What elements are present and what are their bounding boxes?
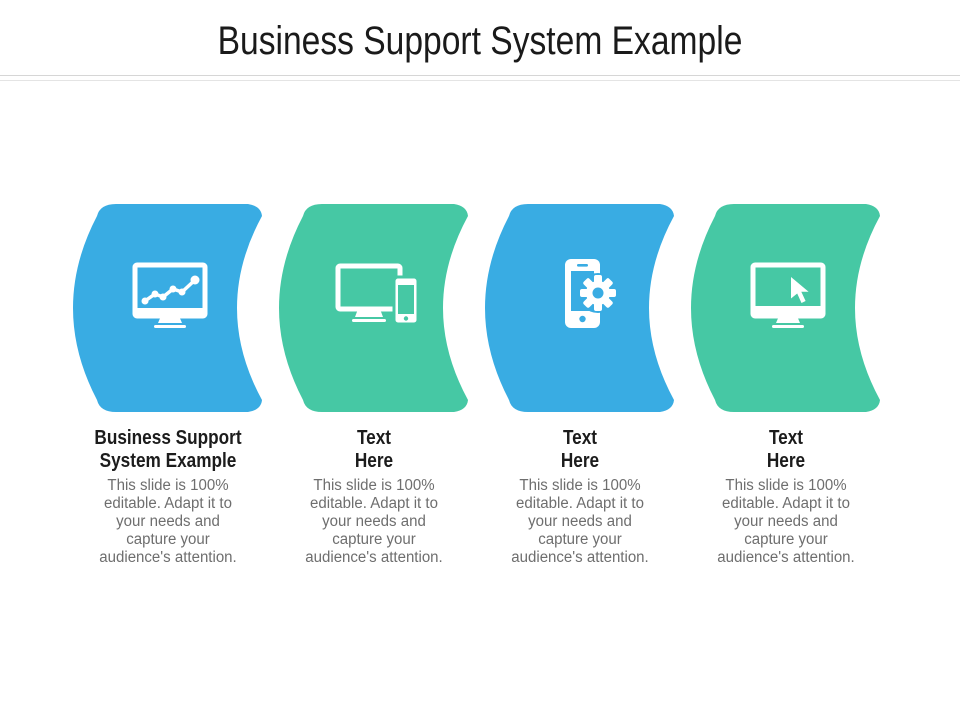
description-line: This slide is 100% bbox=[107, 477, 229, 494]
description-line: This slide is 100% bbox=[313, 477, 435, 494]
description-line: your needs and bbox=[528, 513, 632, 530]
monitor-and-smartphone-icon bbox=[335, 263, 420, 326]
description-line: capture your bbox=[126, 531, 210, 548]
heading-line: Here bbox=[766, 450, 806, 472]
description-line: your needs and bbox=[734, 513, 838, 530]
smartphone-gear-icon bbox=[565, 259, 618, 328]
item-heading: Text Here bbox=[697, 427, 874, 473]
description-line: editable. Adapt it to bbox=[104, 495, 232, 512]
title-divider bbox=[0, 75, 960, 81]
heading-line: Text bbox=[356, 427, 392, 449]
item-column: Text Here This slide is 100% editable. A… bbox=[271, 204, 477, 567]
curved-banner bbox=[73, 204, 262, 412]
curved-banner bbox=[485, 204, 674, 412]
description-line: This slide is 100% bbox=[519, 477, 641, 494]
description-line: audience's attention. bbox=[305, 549, 443, 566]
line-chart-monitor-icon bbox=[132, 262, 208, 328]
item-heading: Text Here bbox=[491, 427, 668, 473]
item-heading: Business Support System Example bbox=[79, 427, 256, 473]
description-line: audience's attention. bbox=[511, 549, 649, 566]
item-column: Business Support System Example This sli… bbox=[65, 204, 271, 567]
heading-line: Here bbox=[560, 450, 600, 472]
heading-line: Here bbox=[354, 450, 394, 472]
description-line: This slide is 100% bbox=[725, 477, 847, 494]
description-line: editable. Adapt it to bbox=[310, 495, 438, 512]
item-description: This slide is 100% editable. Adapt it to… bbox=[274, 477, 474, 567]
description-line: capture your bbox=[332, 531, 416, 548]
heading-line: Text bbox=[562, 427, 598, 449]
description-line: audience's attention. bbox=[717, 549, 855, 566]
item-column: Text Here This slide is 100% editable. A… bbox=[477, 204, 683, 567]
items-row: Business Support System Example This sli… bbox=[65, 204, 889, 567]
curved-banner bbox=[279, 204, 468, 412]
monitor-cursor-icon bbox=[750, 262, 826, 328]
description-line: your needs and bbox=[116, 513, 220, 530]
description-line: audience's attention. bbox=[99, 549, 237, 566]
slide-title: Business Support System Example bbox=[217, 19, 743, 63]
description-line: capture your bbox=[538, 531, 622, 548]
description-line: editable. Adapt it to bbox=[516, 495, 644, 512]
heading-line: Text bbox=[768, 427, 804, 449]
curved-banner bbox=[691, 204, 880, 412]
item-heading: Text Here bbox=[285, 427, 462, 473]
description-line: editable. Adapt it to bbox=[722, 495, 850, 512]
item-description: This slide is 100% editable. Adapt it to… bbox=[480, 477, 680, 567]
item-description: This slide is 100% editable. Adapt it to… bbox=[68, 477, 268, 567]
item-description: This slide is 100% editable. Adapt it to… bbox=[686, 477, 886, 567]
heading-line: Business Support bbox=[94, 427, 242, 449]
heading-line: System Example bbox=[99, 450, 237, 472]
item-column: Text Here This slide is 100% editable. A… bbox=[683, 204, 889, 567]
description-line: your needs and bbox=[322, 513, 426, 530]
description-line: capture your bbox=[744, 531, 828, 548]
